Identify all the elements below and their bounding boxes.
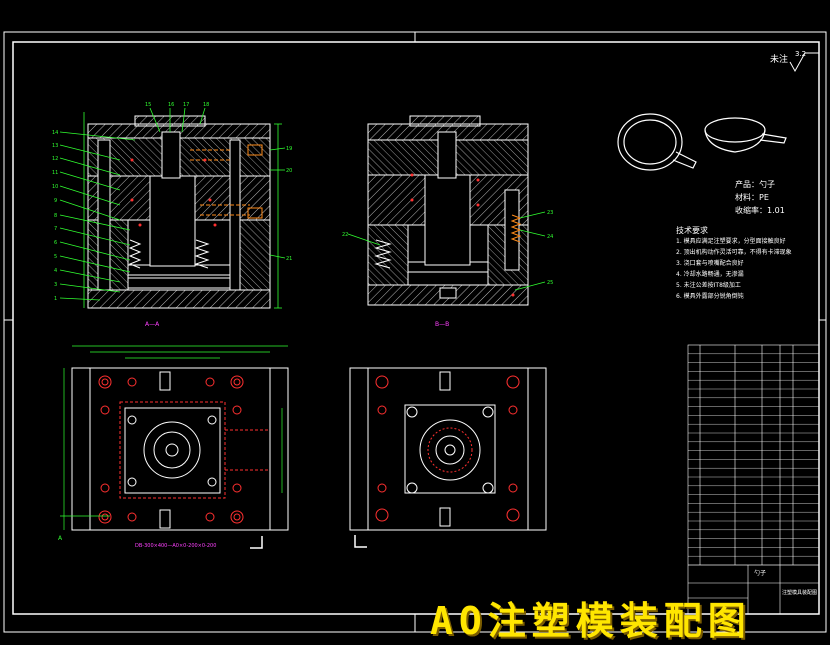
svg-text:25: 25 (547, 280, 553, 286)
banner-title: AO注塑模装配图 (430, 599, 752, 643)
shrinkage-line: 收缩率：1.01 (735, 206, 785, 215)
svg-text:3: 3 (54, 282, 57, 288)
plan-view-right (349, 367, 547, 548)
parts-rows (688, 353, 819, 566)
tech-line: 6. 模具外露部分锐角倒钝 (676, 293, 744, 300)
parts-list (687, 344, 820, 615)
section-view-a: 14 13 12 11 10 9 8 7 6 5 4 3 1 15 16 17 18 19 20 21 A… (52, 102, 292, 328)
section-label-a: A—A (145, 321, 160, 328)
product-info: 产品：勺子 材料：PE 收缩率：1.01 (735, 178, 785, 217)
inner-frame (12, 41, 820, 615)
tech-line: 5. 未注公差按IT8级加工 (676, 282, 741, 289)
svg-text:24: 24 (547, 234, 553, 240)
svg-text:23: 23 (547, 210, 553, 216)
svg-text:7: 7 (54, 226, 57, 232)
svg-text:4: 4 (54, 268, 57, 274)
svg-text:22: 22 (342, 232, 348, 238)
product-sketch (617, 113, 787, 171)
svg-text:18: 18 (203, 102, 209, 108)
tech-line: 1. 模具应满足注塑要求，分型面接触良好 (676, 238, 786, 245)
svg-text:10: 10 (52, 184, 58, 190)
technical-requirements: 技术要求 1. 模具应满足注塑要求，分型面接触良好 2. 顶出机构动作灵活可靠，… (676, 225, 792, 302)
product-line: 产品：勺子 (735, 180, 775, 189)
title-part-name: 勺子 (754, 569, 766, 577)
svg-text:6: 6 (54, 240, 57, 246)
svg-text:16: 16 (168, 102, 174, 108)
svg-text:20: 20 (286, 168, 292, 174)
spec-note: DB-300×400—A0×0-200×0-200 (135, 543, 216, 549)
roughness-label: 未注 (770, 55, 789, 65)
tech-line: 4. 冷却水路畅通，无渗漏 (676, 271, 744, 278)
svg-text:11: 11 (52, 170, 58, 176)
roughness-value: 3.2 (795, 50, 807, 58)
tech-line: 2. 顶出机构动作灵活可靠，不得有卡滞现象 (676, 249, 792, 256)
section-mark-a: A (58, 535, 63, 542)
svg-text:9: 9 (54, 198, 57, 204)
svg-text:15: 15 (145, 102, 151, 108)
tech-line: 3. 浇口套与喷嘴配合良好 (676, 260, 744, 267)
svg-text:14: 14 (52, 130, 58, 136)
svg-text:12: 12 (52, 156, 58, 162)
roughness-symbol (789, 52, 819, 73)
svg-text:8: 8 (54, 213, 57, 219)
section-view-b: 22 23 24 25 B—B (342, 115, 553, 328)
title-drawing-name: 注塑模具装配图 (782, 589, 817, 596)
svg-text:13: 13 (52, 143, 58, 149)
svg-text:19: 19 (286, 146, 292, 152)
svg-text:17: 17 (183, 102, 189, 108)
tech-title: 技术要求 (676, 226, 708, 235)
section-label-b: B—B (435, 321, 449, 328)
svg-text:21: 21 (286, 256, 292, 262)
plan-view-left: A DB-300×400—A0×0-200×0-200 (58, 345, 289, 549)
svg-text:1: 1 (54, 296, 57, 302)
material-line: 材料：PE (735, 193, 769, 202)
svg-text:5: 5 (54, 254, 57, 260)
